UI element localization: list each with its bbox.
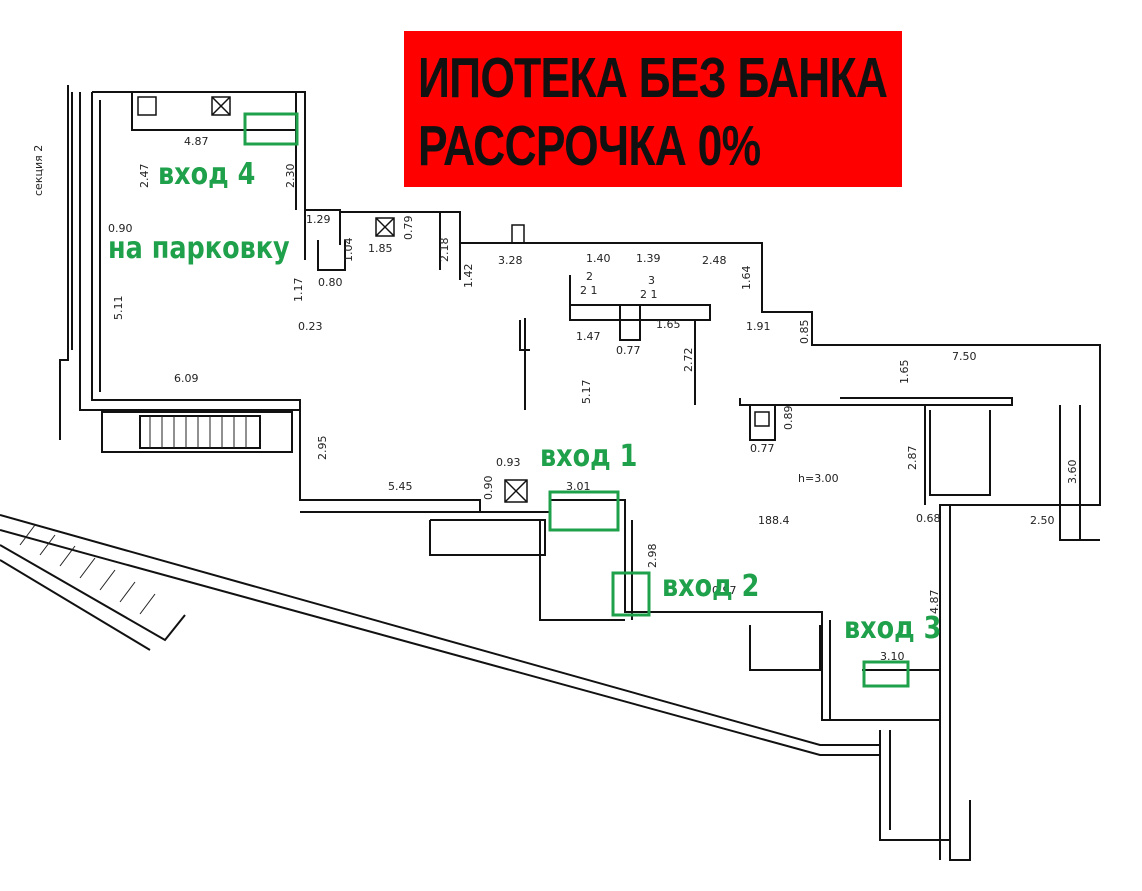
dim-label: 1.65: [898, 360, 911, 385]
dim-label: 0.97: [712, 584, 737, 597]
dim-label: 0.80: [318, 276, 343, 289]
dim-label: 1.17: [292, 278, 305, 303]
dim-label: 0.23: [298, 320, 323, 333]
dim-label: 1.65: [656, 318, 681, 331]
area-label: 188.4: [758, 514, 790, 527]
promo-line-mortgage: ИПОТЕКА БЕЗ БАНКА: [418, 46, 888, 110]
shafts: [137, 96, 770, 503]
dim-label: 3.01: [566, 480, 591, 493]
dim-label: 3.60: [1066, 460, 1079, 485]
dim-label: 2.48: [702, 254, 727, 267]
dim-label: 0.90: [108, 222, 133, 235]
dim-label: 1.39: [636, 252, 661, 265]
dim-label: 2.98: [646, 544, 659, 569]
dim-label: 2.95: [316, 436, 329, 461]
dim-label: 2.30: [284, 164, 297, 189]
entrance-3-label: вход 3: [844, 611, 942, 646]
dimension-labels: 4.87 2.47 2.30 0.90 1.29 1.85 0.79 1.04 …: [108, 135, 1079, 663]
entrance-2-marker: [611, 571, 651, 617]
dim-label: 1.64: [740, 266, 753, 291]
dim-label: 1.40: [586, 252, 611, 265]
dim-label: 1.29: [306, 213, 331, 226]
dim-label: 0.85: [798, 320, 811, 345]
dim-label: 0.77: [616, 344, 641, 357]
dim-label: 2.87: [906, 446, 919, 471]
walls: [0, 85, 1101, 861]
dim-label: 1.42: [462, 264, 475, 289]
dim-label: 2.18: [438, 238, 451, 263]
room-number: 2: [586, 270, 593, 283]
entrance-4-marker: [243, 112, 299, 146]
dim-label: 5.11: [112, 296, 125, 321]
dim-label: 2.72: [682, 348, 695, 373]
dim-label: 5.17: [580, 380, 593, 405]
ceiling-height-label: h=3.00: [798, 472, 839, 485]
entrance-1-marker: [548, 490, 620, 532]
dim-label: 0.90: [482, 476, 495, 501]
dim-label: 1.04: [342, 238, 355, 263]
dim-label: 6.09: [174, 372, 199, 385]
entrance-3-marker: [862, 660, 910, 688]
section-label: секция 2: [32, 145, 45, 196]
dim-label: 2.47: [138, 164, 151, 189]
dim-label: 7.50: [952, 350, 977, 363]
dim-label: 4.87: [928, 590, 941, 615]
dim-label: 0.77: [750, 442, 775, 455]
dim-label: 4.87: [184, 135, 209, 148]
parking-label: на парковку: [108, 231, 290, 266]
dim-label: 5.45: [388, 480, 413, 493]
dim-label: 0.79: [402, 216, 415, 241]
room-area: 2 1: [640, 288, 658, 301]
room-labels: 2 2 1 3 2 1 h=3.00 188.4 секция 2: [32, 145, 839, 527]
room-area: 2 1: [580, 284, 598, 297]
dim-label: 1.85: [368, 242, 393, 255]
room-number: 3: [648, 274, 655, 287]
dim-label: 3.10: [880, 650, 905, 663]
promo-banner: ИПОТЕКА БЕЗ БАНКА РАССРОЧКА 0%: [404, 31, 902, 187]
dim-label: 2.50: [1030, 514, 1055, 527]
entrance-2-label: вход 2: [662, 569, 760, 604]
entrance-1-label: вход 1: [540, 439, 638, 474]
dim-label: 1.47: [576, 330, 601, 343]
promo-line-installment: РАССРОЧКА 0%: [418, 114, 761, 178]
dim-label: 1.91: [746, 320, 771, 333]
stair-treads: [19, 416, 247, 615]
dim-label: 0.89: [782, 406, 795, 431]
dim-label: 0.93: [496, 456, 521, 469]
dim-label: 3.28: [498, 254, 523, 267]
dim-label: 0.68: [916, 512, 941, 525]
entrance-4-label: вход 4: [158, 157, 256, 192]
entrance-markers: [243, 112, 910, 688]
